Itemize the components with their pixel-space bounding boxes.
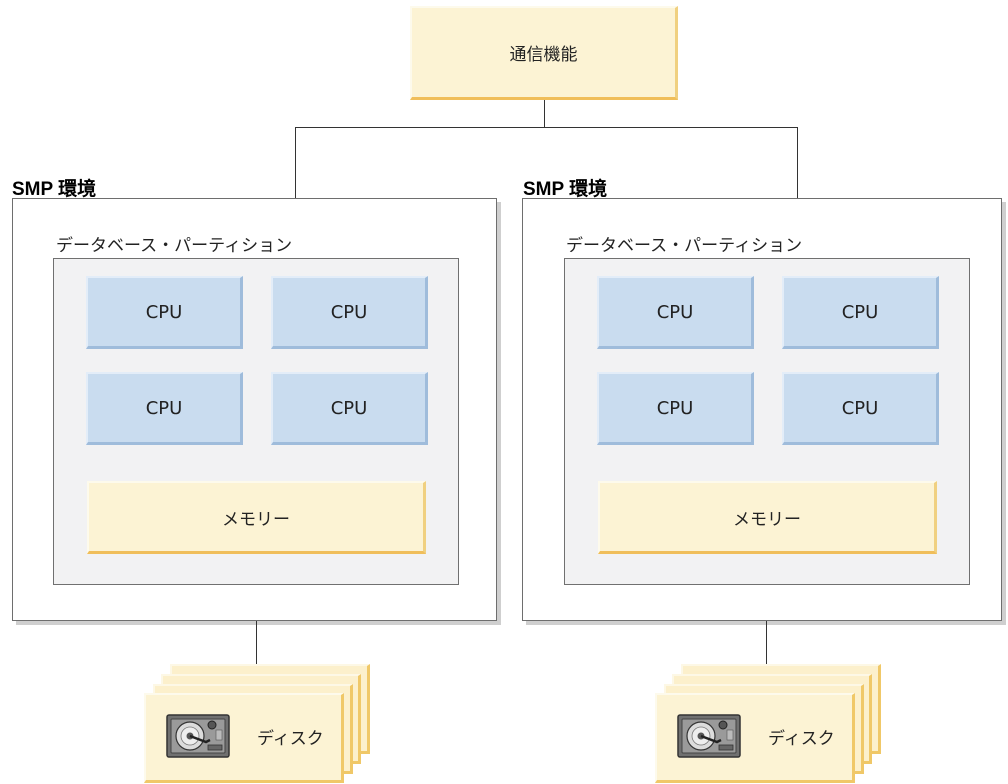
partition-label: データベース・パーティション: [566, 236, 803, 256]
smp-environment-title: SMP 環境: [523, 179, 608, 200]
cpu-label: CPU: [656, 301, 694, 323]
cpu-label: CPU: [330, 397, 368, 419]
cpu-box: CPU: [782, 276, 939, 349]
cpu-box: CPU: [597, 276, 754, 349]
cpu-label: CPU: [841, 301, 879, 323]
hard-disk-icon: [166, 714, 230, 758]
cpu-box: CPU: [271, 372, 428, 445]
connector-comm-down: [544, 100, 545, 128]
hard-disk-icon: [677, 714, 741, 758]
communication-label: 通信機能: [509, 45, 578, 65]
cpu-label: CPU: [330, 301, 368, 323]
cpu-box: CPU: [86, 276, 243, 349]
connector-right-env: [797, 127, 798, 199]
cpu-label: CPU: [656, 397, 694, 419]
disk: ディスク: [655, 693, 855, 783]
cpu-box: CPU: [782, 372, 939, 445]
communication-box: 通信機能: [410, 6, 678, 100]
memory-label: メモリー: [733, 509, 801, 530]
smp-environment: データベース・パーティション CPU CPU CPU CPU メモリー: [522, 198, 1002, 621]
partition-label: データベース・パーティション: [56, 236, 293, 256]
connector-horizontal: [295, 127, 798, 128]
cpu-label: CPU: [841, 397, 879, 419]
disk: ディスク: [144, 693, 344, 783]
cpu-box: CPU: [271, 276, 428, 349]
smp-environment-title: SMP 環境: [12, 179, 97, 200]
disk-label: ディスク: [768, 729, 835, 749]
memory-box: メモリー: [598, 481, 937, 554]
disk-label: ディスク: [257, 729, 324, 749]
connector-env-disk: [766, 621, 767, 691]
connector-left-env: [295, 127, 296, 199]
connector-env-disk: [256, 621, 257, 691]
database-partition: CPU CPU CPU CPU メモリー: [53, 258, 459, 585]
memory-box: メモリー: [87, 481, 426, 554]
memory-label: メモリー: [222, 509, 290, 530]
cpu-label: CPU: [145, 301, 183, 323]
smp-environment: データベース・パーティション CPU CPU CPU CPU メモリー: [12, 198, 497, 621]
cpu-box: CPU: [86, 372, 243, 445]
database-partition: CPU CPU CPU CPU メモリー: [564, 258, 970, 585]
cpu-box: CPU: [597, 372, 754, 445]
cpu-label: CPU: [145, 397, 183, 419]
